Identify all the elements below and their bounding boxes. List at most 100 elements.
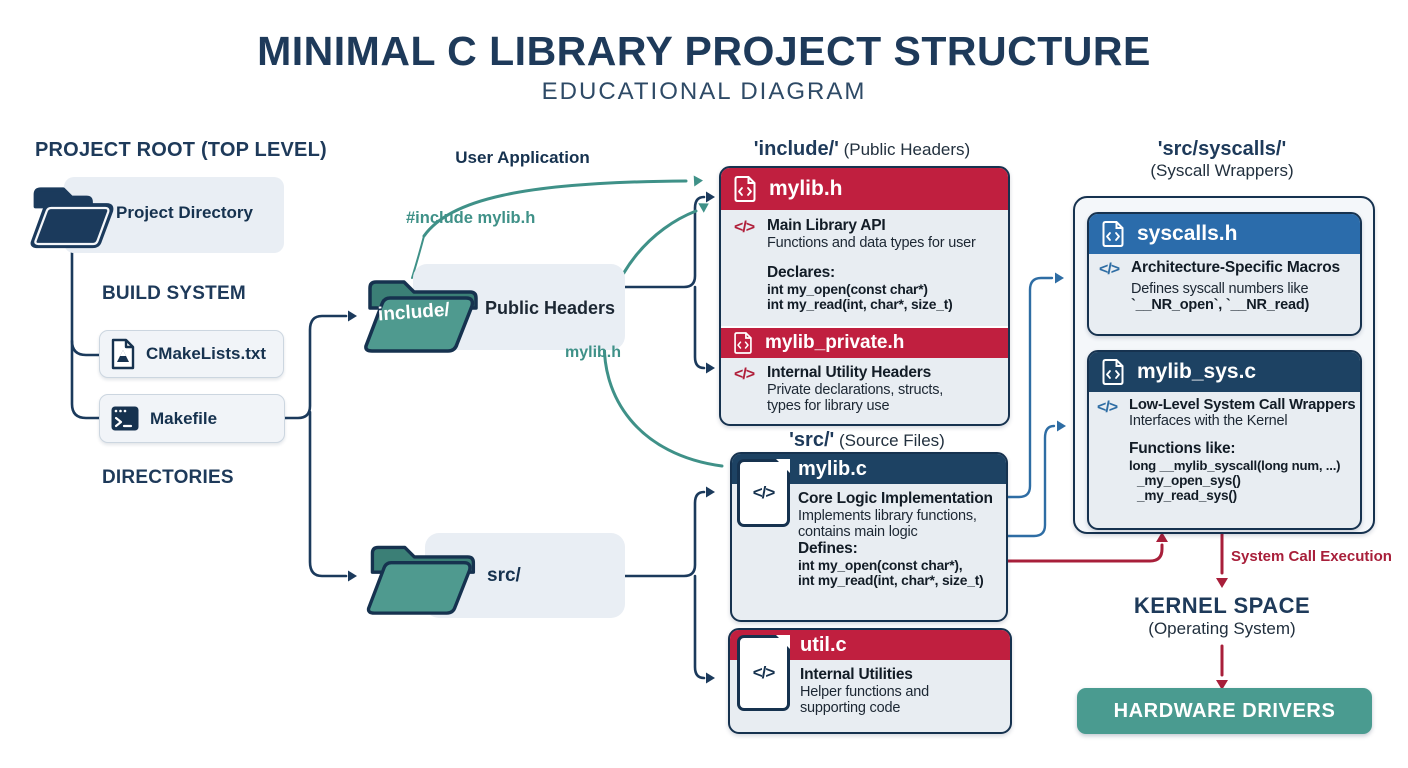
hardware-drivers-label: HARDWARE DRIVERS [1113, 699, 1336, 722]
mylib-private-desc2: types for library use [767, 398, 890, 414]
fold-corner [776, 459, 790, 473]
util-c-desc2: supporting code [800, 700, 901, 716]
tree-line-makefile [70, 339, 101, 420]
mylib-h-arc-label: mylib.h [565, 344, 622, 361]
src-label: src/ [487, 565, 521, 586]
mylib-h-decl-1: int my_open(const char*) [767, 282, 928, 297]
mylib-private-body: </> Internal Utility Headers Private dec… [721, 358, 1008, 424]
include-headers-card: mylib.h </> Main Library API Functions a… [719, 166, 1010, 426]
kernel-space-subtitle: (Operating System) [1148, 619, 1296, 638]
c-file-icon: </> [737, 635, 790, 711]
code-tag-icon: </> [1097, 399, 1118, 416]
public-headers-box: Public Headers [413, 264, 625, 350]
code-tag-icon: </> [752, 663, 776, 682]
mylib-sys-c-body: </> Low-Level System Call Wrappers Inter… [1089, 392, 1360, 526]
declares-label: Declares: [767, 264, 835, 281]
project-folder-icon [30, 187, 114, 249]
mylib-sys-line-2: _my_open_sys() [1137, 473, 1241, 488]
mylib-private-desc1: Private declarations, structs, [767, 382, 944, 398]
mylib-c-def-2: int my_read(int, char*, size_t) [798, 573, 984, 588]
syscalls-h-header: syscalls.h [1089, 214, 1360, 254]
file-code-icon [734, 176, 756, 202]
mylib-sys-c-card: mylib_sys.c </> Low-Level System Call Wr… [1087, 350, 1362, 530]
include-heading-rest: (Public Headers) [838, 140, 971, 159]
makefile-to-include [281, 314, 348, 420]
src-folder-icon [366, 545, 476, 615]
util-c-desc1: Helper functions and [800, 684, 929, 700]
mylib-private-subtitle: Internal Utility Headers [767, 364, 932, 381]
terminal-icon [111, 406, 139, 431]
include-group-heading: 'include/' (Public Headers) [718, 138, 1006, 161]
file-code-icon [1102, 221, 1124, 247]
headers-branch-down [693, 285, 706, 370]
file-code-icon [734, 332, 752, 354]
trunk-to-src [308, 410, 348, 578]
include-heading-strong: 'include/' [753, 138, 839, 160]
tree-line-cmake [70, 248, 101, 357]
mylib-private-title: mylib_private.h [765, 332, 905, 353]
public-headers-label: Public Headers [485, 298, 616, 318]
util-c-title: util.c [800, 633, 847, 656]
mylib-sys-c-subtitle: Low-Level System Call Wrappers [1129, 397, 1356, 413]
mylibc-to-container-red [1006, 543, 1164, 563]
code-tag-icon: </> [734, 366, 755, 383]
cmake-file-icon [111, 338, 135, 370]
code-tag-icon: </> [734, 219, 755, 236]
functions-like-label: Functions like: [1129, 440, 1236, 457]
file-code-icon [1102, 359, 1124, 385]
mylib-h-title: mylib.h [769, 177, 843, 200]
mylib-c-card: mylib.c Core Logic Implementation Implem… [730, 452, 1008, 622]
mylib-c-def-1: int my_open(const char*), [798, 558, 963, 573]
src-heading-rest: (Source Files) [834, 431, 945, 450]
mylib-sys-c-header: mylib_sys.c [1089, 352, 1360, 392]
mylib-private-header: mylib_private.h [721, 326, 1008, 358]
mylib-c-title: mylib.c [798, 457, 867, 480]
src-branch-up [623, 490, 706, 578]
syscalls-h-title: syscalls.h [1137, 222, 1238, 245]
makefile-box: Makefile [99, 394, 285, 443]
syscalls-h-card: syscalls.h </> Architecture-Specific Mac… [1087, 212, 1362, 336]
mylib-h-desc: Functions and data types for user [767, 235, 976, 251]
kernel-space-title: KERNEL SPACE [1133, 593, 1311, 618]
syscalls-h-subtitle: Architecture-Specific Macros [1131, 259, 1340, 276]
syscalls-group-heading: 'src/syscalls/' (Syscall Wrappers) [1073, 137, 1371, 181]
page-title: MINIMAL C LIBRARY PROJECT STRUCTURE [257, 28, 1151, 74]
syscalls-heading-rest: (Syscall Wrappers) [1150, 161, 1294, 180]
user-application-label: User Application [455, 148, 590, 167]
mylib-sys-c-title: mylib_sys.c [1137, 360, 1257, 383]
mylib-h-subtitle: Main Library API [767, 217, 886, 234]
syscalls-h-desc1: Defines syscall numbers like [1131, 281, 1309, 297]
include-folder-icon [364, 280, 478, 353]
defines-label: Defines: [798, 540, 858, 557]
syscalls-heading-strong: 'src/syscalls/' [1157, 138, 1287, 160]
system-call-execution-label: System Call Execution [1231, 548, 1392, 565]
c-file-icon: </> [737, 459, 790, 527]
src-branch-down [693, 574, 706, 680]
cmakelists-label: CMakeLists.txt [146, 344, 266, 363]
mylib-sys-line-3: _my_read_sys() [1137, 488, 1237, 503]
makefile-label: Makefile [150, 408, 218, 428]
cmakelists-box: CMakeLists.txt [99, 330, 284, 378]
directories-heading: DIRECTORIES [102, 467, 234, 488]
mylibc-to-mylibsysc [1006, 424, 1056, 538]
mylib-h-body: </> Main Library API Functions and data … [721, 210, 1008, 326]
syscalls-h-desc2: `__NR_open`, `__NR_read) [1131, 297, 1310, 313]
hardware-drivers-box: HARDWARE DRIVERS [1077, 688, 1372, 734]
project-root-heading: PROJECT ROOT (TOP LEVEL) [35, 139, 327, 161]
code-tag-icon: </> [1099, 261, 1120, 278]
mylib-c-desc1: Implements library functions, [798, 508, 977, 524]
mylibc-to-syscallsh [1006, 276, 1054, 499]
mylib-sys-line-1: long __mylib_syscall(long num, ...) [1129, 458, 1341, 473]
mylib-h-header: mylib.h [721, 168, 1008, 210]
include-mylib-label: #include mylib.h [406, 209, 536, 227]
src-heading-strong: 'src/' [789, 429, 835, 451]
mylib-c-desc2: contains main logic [798, 524, 918, 540]
mylib-c-subtitle: Core Logic Implementation [798, 490, 993, 507]
user-application-arc [422, 179, 688, 238]
headers-branch-up [623, 195, 706, 289]
util-c-subtitle: Internal Utilities [800, 666, 913, 683]
src-group-heading: 'src/' (Source Files) [730, 429, 1004, 452]
build-system-heading: BUILD SYSTEM [102, 283, 246, 304]
syscalls-h-body: </> Architecture-Specific Macros Defines… [1089, 254, 1360, 332]
